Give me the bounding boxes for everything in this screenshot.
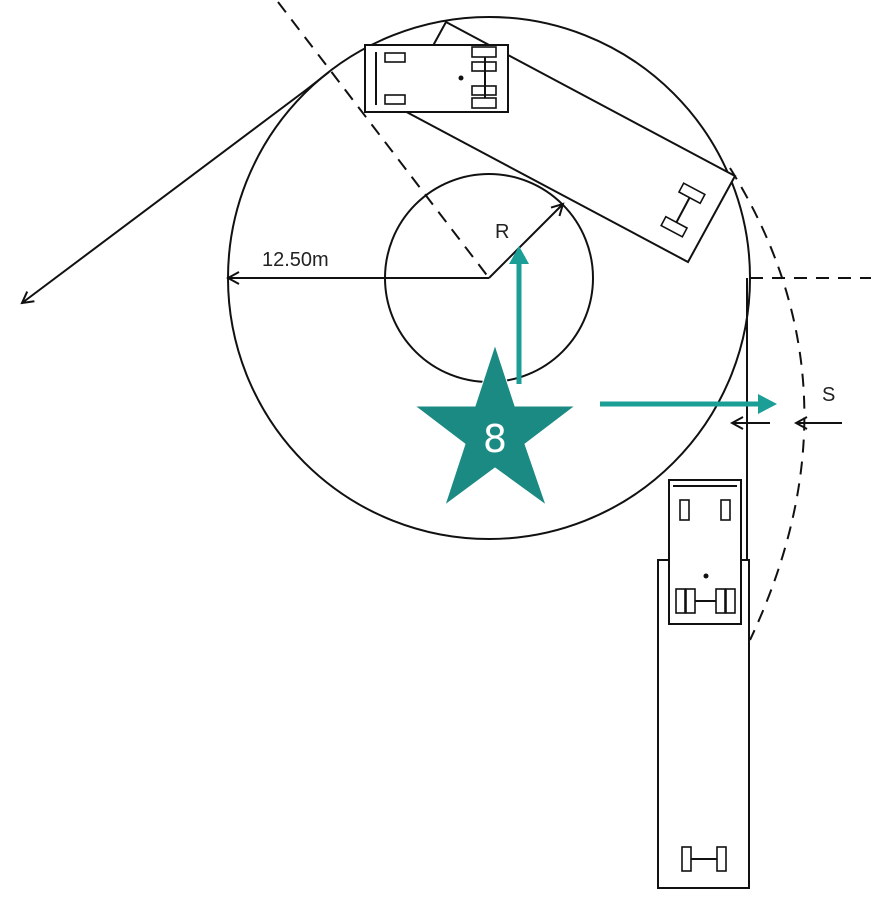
clearance-label: S bbox=[822, 384, 835, 406]
wheel-axle-icon bbox=[681, 846, 727, 872]
inner-radius-label: R bbox=[495, 221, 509, 243]
diagonal-dashed-axis bbox=[277, 1, 490, 279]
star-marker-number: 8 bbox=[483, 417, 507, 461]
star-marker-icon: 8 bbox=[413, 343, 577, 507]
inner-radius-arrow bbox=[488, 204, 563, 279]
arrow-up-icon bbox=[509, 246, 529, 384]
swept-path-dashed-arc bbox=[729, 167, 806, 641]
arrow-right-icon bbox=[600, 394, 777, 414]
straight-tractor-unit bbox=[668, 479, 742, 625]
outer-radius-label: 12.50m bbox=[262, 249, 329, 271]
wheel-axle-icon bbox=[660, 182, 706, 238]
exit-tangent-arrow bbox=[22, 71, 330, 303]
turning-tractor-unit bbox=[364, 44, 509, 113]
